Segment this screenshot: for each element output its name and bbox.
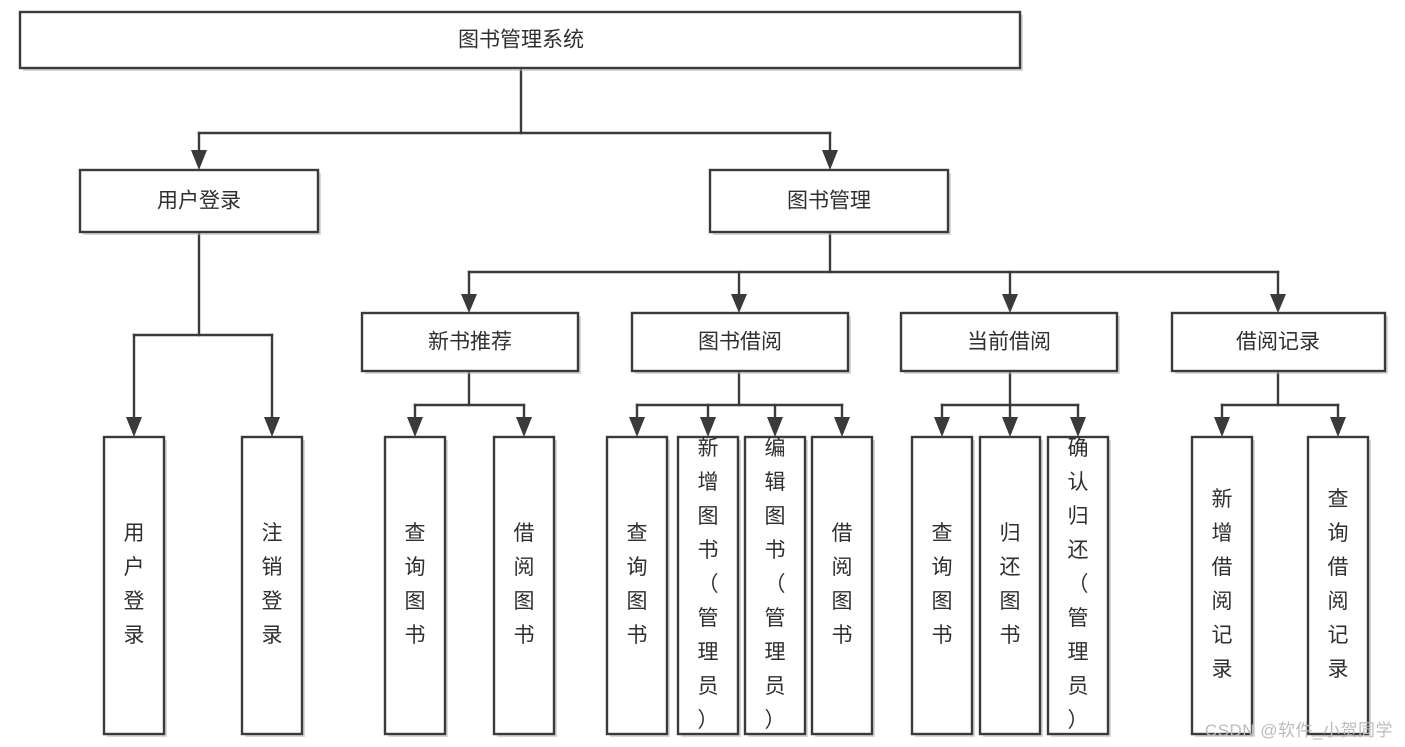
arrow-to-leaf-borrow-book-1 [516, 417, 532, 437]
arrow-to-user-login [191, 150, 207, 170]
node-leaf-confirm-return[interactable]: 确认归还（管理员） [1046, 435, 1111, 737]
node-user-login-box [78, 168, 320, 234]
node-book-management-box [708, 168, 950, 234]
node-leaf-query-book-1-label: 查询图书 [405, 522, 426, 647]
node-current-borrow-box [899, 311, 1119, 373]
node-leaf-query-book-3[interactable]: 查询图书 [910, 435, 975, 737]
node-borrow-record-box [1170, 311, 1387, 373]
node-leaf-query-book-1-box [383, 435, 447, 736]
node-current-borrow-label: 当前借阅 [967, 331, 1051, 354]
node-leaf-query-book-3-box [910, 435, 974, 736]
node-leaf-edit-book[interactable]: 编辑图书（管理员） [743, 435, 808, 737]
node-leaf-borrow-book-2-label: 借阅图书 [832, 522, 853, 647]
node-root-box [18, 10, 1022, 70]
node-leaf-borrow-book-2-box [810, 435, 874, 736]
arrow-to-leaf-add-record [1214, 417, 1230, 437]
node-leaf-borrow-book-1[interactable]: 借阅图书 [492, 435, 557, 737]
node-book-management[interactable]: 图书管理 [708, 168, 951, 235]
node-leaf-add-book-label: 新增图书（管理员） [698, 437, 719, 732]
arrow-to-leaf-query-book-3 [934, 417, 950, 437]
arrow-to-leaf-query-record [1330, 417, 1346, 437]
node-leaf-user-login-label: 用户登录 [124, 522, 145, 647]
node-borrow-record-label: 借阅记录 [1236, 331, 1320, 354]
arrow-to-leaf-return-book [1002, 417, 1018, 437]
csdn-watermark: CSDN @软件_小贺同学 [1204, 721, 1393, 740]
arrow-to-current-borrow [1002, 294, 1018, 313]
node-leaf-logout[interactable]: 注销登录 [240, 435, 305, 737]
node-leaf-return-book-box [978, 435, 1042, 736]
arrow-to-leaf-edit-book [767, 417, 783, 437]
node-book-borrow[interactable]: 图书借阅 [630, 311, 851, 374]
node-leaf-borrow-book-1-label: 借阅图书 [514, 522, 535, 647]
node-leaf-add-book[interactable]: 新增图书（管理员） [676, 435, 741, 737]
node-leaf-query-book-1[interactable]: 查询图书 [383, 435, 448, 737]
node-leaf-edit-book-label: 编辑图书（管理员） [765, 437, 786, 732]
arrow-to-borrow-record [1270, 294, 1286, 313]
node-new-book-recommend-box [360, 311, 580, 373]
arrow-to-leaf-user-login [126, 417, 142, 437]
arrow-to-leaf-logout [264, 417, 280, 437]
node-leaf-user-login-box [102, 435, 166, 736]
arrow-to-book-borrow [731, 294, 747, 313]
arrow-to-book-management [822, 150, 838, 170]
node-borrow-record[interactable]: 借阅记录 [1170, 311, 1388, 374]
node-leaf-return-book-label: 归还图书 [1000, 522, 1021, 647]
node-leaf-return-book[interactable]: 归还图书 [978, 435, 1043, 737]
node-user-login-label: 用户登录 [157, 190, 241, 213]
node-leaf-query-record-box [1306, 435, 1370, 736]
node-leaf-add-record[interactable]: 新增借阅记录 [1190, 435, 1255, 737]
node-leaf-confirm-return-label: 确认归还（管理员） [1068, 437, 1089, 732]
node-leaf-user-login[interactable]: 用户登录 [102, 435, 167, 737]
node-leaf-query-book-3-label: 查询图书 [932, 522, 953, 647]
node-current-borrow[interactable]: 当前借阅 [899, 311, 1120, 374]
node-book-management-label: 图书管理 [787, 190, 871, 213]
node-root[interactable]: 图书管理系统 [18, 10, 1023, 71]
node-leaf-add-record-box [1190, 435, 1254, 736]
node-leaf-query-book-2-box [605, 435, 669, 736]
node-leaf-add-record-label: 新增借阅记录 [1212, 488, 1233, 681]
arrow-to-leaf-confirm-return [1070, 417, 1086, 437]
node-leaf-query-book-2[interactable]: 查询图书 [605, 435, 670, 737]
arrow-to-leaf-query-book-2 [629, 417, 645, 437]
arrow-to-leaf-add-book [700, 417, 716, 437]
node-leaf-logout-label: 注销登录 [262, 522, 283, 647]
node-book-borrow-box [630, 311, 850, 373]
node-leaf-logout-box [240, 435, 304, 736]
node-new-book-recommend-label: 新书推荐 [428, 331, 512, 354]
arrow-to-leaf-borrow-book-2 [834, 417, 850, 437]
node-leaf-confirm-return-box [1046, 435, 1110, 736]
node-new-book-recommend[interactable]: 新书推荐 [360, 311, 581, 374]
node-leaf-add-book-box [676, 435, 740, 736]
node-leaf-query-record-label: 查询借阅记录 [1328, 488, 1349, 681]
arrow-to-new-book-recommend [461, 294, 477, 313]
node-user-login[interactable]: 用户登录 [78, 168, 321, 235]
node-leaf-edit-book-box [743, 435, 807, 736]
node-leaf-query-book-2-label: 查询图书 [627, 522, 648, 647]
node-book-borrow-label: 图书借阅 [698, 331, 782, 354]
node-root-label: 图书管理系统 [458, 29, 584, 52]
arrow-to-leaf-query-book-1 [407, 417, 423, 437]
node-leaf-query-record[interactable]: 查询借阅记录 [1306, 435, 1371, 737]
connector-layer [126, 66, 1346, 437]
node-leaf-borrow-book-2[interactable]: 借阅图书 [810, 435, 875, 737]
node-leaf-borrow-book-1-box [492, 435, 556, 736]
